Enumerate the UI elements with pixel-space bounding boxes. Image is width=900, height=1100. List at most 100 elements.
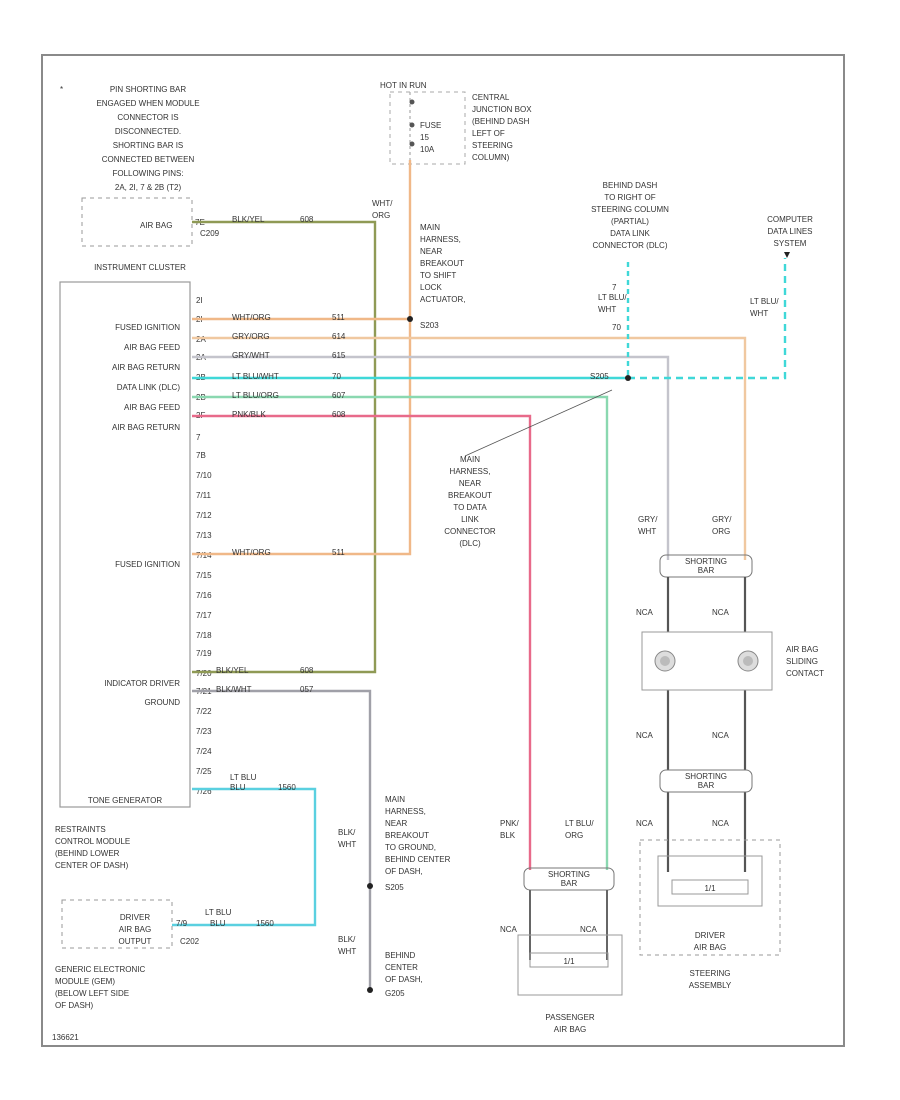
svg-text:WHT: WHT: [598, 305, 616, 314]
svg-text:NCA: NCA: [712, 731, 730, 740]
note-marker: *: [60, 85, 63, 94]
svg-text:AIR BAG: AIR BAG: [554, 1025, 586, 1034]
svg-text:7/23: 7/23: [196, 727, 212, 736]
wire-lt-blu-org: [192, 395, 609, 870]
svg-text:HARNESS,: HARNESS,: [385, 807, 426, 816]
svg-text:PNK/BLK: PNK/BLK: [232, 410, 266, 419]
svg-text:LT BLU: LT BLU: [230, 773, 257, 782]
svg-text:LT BLU/: LT BLU/: [598, 293, 627, 302]
svg-text:AIR BAG: AIR BAG: [694, 943, 726, 952]
svg-text:PNK/: PNK/: [500, 819, 519, 828]
wire-pnk-blk: [192, 414, 532, 870]
svg-text:ORG: ORG: [372, 211, 390, 220]
svg-text:NEAR: NEAR: [385, 819, 407, 828]
svg-text:DRIVER: DRIVER: [695, 931, 725, 940]
svg-text:BLU: BLU: [210, 919, 226, 928]
svg-text:STEERING: STEERING: [690, 969, 731, 978]
splice-dlc-label: MAIN HARNESS, NEAR BREAKOUT TO DATA LINK…: [444, 455, 496, 548]
svg-text:TO SHIFT: TO SHIFT: [420, 271, 456, 280]
svg-text:DRIVER: DRIVER: [120, 913, 150, 922]
hot-in-run-label: HOT IN RUN: [380, 81, 427, 90]
passenger-airbag: PNK/ BLK LT BLU/ ORG SHORTING BAR NCA NC…: [500, 819, 623, 1034]
shorting-bar-note: * PIN SHORTING BAR ENGAGED WHEN MODULE C…: [60, 85, 200, 192]
svg-text:BLK/YEL: BLK/YEL: [216, 666, 249, 675]
svg-text:S205: S205: [590, 372, 609, 381]
splice-s203-label: MAIN HARNESS, NEAR BREAKOUT TO SHIFT LOC…: [420, 223, 465, 330]
svg-text:CONTACT: CONTACT: [786, 669, 824, 678]
svg-text:RESTRAINTS: RESTRAINTS: [55, 825, 106, 834]
svg-text:ORG: ORG: [712, 527, 730, 536]
svg-text:SHORTING: SHORTING: [685, 557, 727, 566]
fuse-label: FUSE: [420, 121, 441, 130]
junction-line-3: (BEHIND DASH: [472, 117, 530, 126]
svg-text:NEAR: NEAR: [459, 479, 481, 488]
note-line-4: DISCONNECTED.: [115, 127, 181, 136]
ground-splice-label: MAIN HARNESS, NEAR BREAKOUT TO GROUND, B…: [385, 795, 451, 892]
svg-text:BAR: BAR: [561, 879, 578, 888]
svg-text:WHT: WHT: [338, 947, 356, 956]
note-line-7: FOLLOWING PINS:: [112, 169, 183, 178]
svg-text:SYSTEM: SYSTEM: [774, 239, 807, 248]
svg-text:TO GROUND,: TO GROUND,: [385, 843, 436, 852]
svg-text:AIR BAG RETURN: AIR BAG RETURN: [112, 423, 180, 432]
svg-text:ASSEMBLY: ASSEMBLY: [689, 981, 732, 990]
wire-gry-wht: [192, 355, 670, 560]
svg-text:7/25: 7/25: [196, 767, 212, 776]
junction-line-2: JUNCTION BOX: [472, 105, 532, 114]
svg-text:DATA LINK: DATA LINK: [610, 229, 650, 238]
svg-text:OF DASH): OF DASH): [55, 1001, 94, 1010]
svg-text:AIR BAG FEED: AIR BAG FEED: [124, 403, 180, 412]
svg-text:MAIN: MAIN: [385, 795, 405, 804]
svg-text:(BELOW LEFT SIDE: (BELOW LEFT SIDE: [55, 989, 129, 998]
svg-text:BREAKOUT: BREAKOUT: [420, 259, 464, 268]
fuse-number: 15: [420, 133, 429, 142]
svg-text:AIR BAG RETURN: AIR BAG RETURN: [112, 363, 180, 372]
svg-text:LT BLU/ORG: LT BLU/ORG: [232, 391, 279, 400]
svg-text:7/15: 7/15: [196, 571, 212, 580]
svg-text:AIR BAG: AIR BAG: [140, 221, 172, 230]
svg-text:PASSENGER: PASSENGER: [545, 1013, 594, 1022]
svg-text:BEHIND CENTER: BEHIND CENTER: [385, 855, 451, 864]
svg-text:GRY/: GRY/: [638, 515, 658, 524]
svg-text:7/22: 7/22: [196, 707, 212, 716]
svg-text:WHT/ORG: WHT/ORG: [232, 313, 271, 322]
svg-text:7/14: 7/14: [196, 551, 212, 560]
svg-text:7B: 7B: [196, 451, 206, 460]
svg-text:NCA: NCA: [636, 608, 654, 617]
svg-text:7/24: 7/24: [196, 747, 212, 756]
svg-text:608: 608: [300, 666, 314, 675]
svg-text:SHORTING: SHORTING: [548, 870, 590, 879]
svg-text:C209: C209: [200, 229, 220, 238]
svg-text:1/1: 1/1: [704, 884, 716, 893]
svg-text:7/18: 7/18: [196, 631, 212, 640]
svg-text:7: 7: [196, 433, 201, 442]
junction-line-1: CENTRAL: [472, 93, 510, 102]
junction-line-4: LEFT OF: [472, 129, 505, 138]
svg-text:LT BLU/: LT BLU/: [565, 819, 594, 828]
svg-text:WHT: WHT: [338, 840, 356, 849]
fuse-amps: 10A: [420, 145, 435, 154]
svg-text:7/10: 7/10: [196, 471, 212, 480]
svg-text:NCA: NCA: [580, 925, 598, 934]
svg-text:BLK: BLK: [500, 831, 516, 840]
svg-text:MAIN: MAIN: [420, 223, 440, 232]
computer-data-lines-label: COMPUTER DATA LINES SYSTEM: [767, 215, 813, 258]
svg-text:615: 615: [332, 351, 346, 360]
svg-text:LT BLU/: LT BLU/: [750, 297, 779, 306]
svg-text:GRY/: GRY/: [712, 515, 732, 524]
svg-text:2A: 2A: [196, 335, 206, 344]
svg-text:MAIN: MAIN: [460, 455, 480, 464]
svg-text:SHORTING: SHORTING: [685, 772, 727, 781]
cluster-pin-labels: FUSED IGNITION AIR BAG FEED AIR BAG RETU…: [88, 323, 180, 805]
note-line-5: SHORTING BAR IS: [113, 141, 184, 150]
svg-text:WHT: WHT: [638, 527, 656, 536]
svg-text:1560: 1560: [256, 919, 274, 928]
svg-text:7/17: 7/17: [196, 611, 212, 620]
hot-in-run-fuse: HOT IN RUN FUSE 15 10A CENTRAL JUNCTION …: [380, 81, 532, 165]
svg-text:(DLC): (DLC): [459, 539, 481, 548]
svg-text:BLK/WHT: BLK/WHT: [216, 685, 252, 694]
svg-text:7/13: 7/13: [196, 531, 212, 540]
svg-text:TONE GENERATOR: TONE GENERATOR: [88, 796, 162, 805]
note-line-6: CONNECTED BETWEEN: [102, 155, 195, 164]
